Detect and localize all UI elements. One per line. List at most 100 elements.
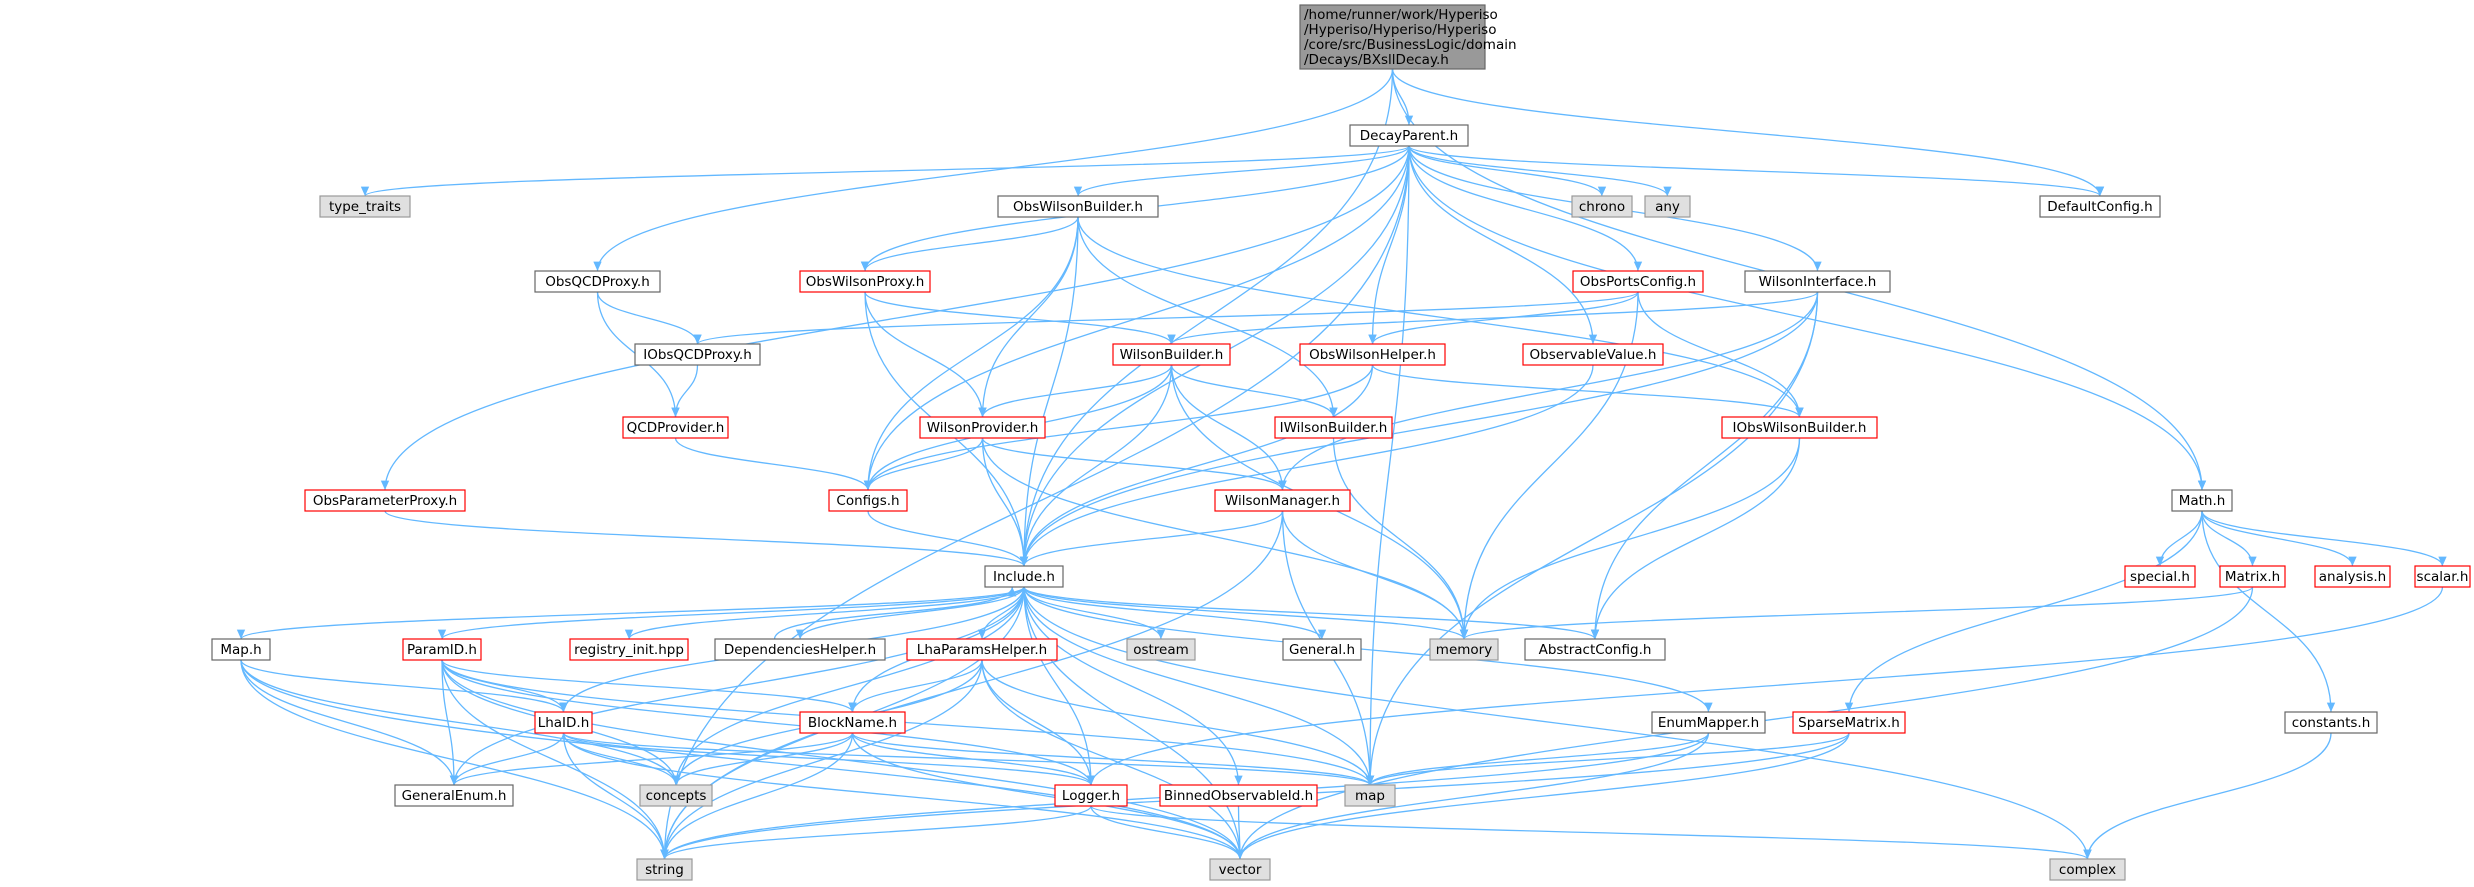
node-WilsonBuilder[interactable]: WilsonBuilder.h: [1112, 343, 1231, 366]
node-memory[interactable]: memory: [1429, 638, 1499, 661]
dependency-edge-ObsPortsConfig-to-IObsWilsonBuilder: [1637, 291, 1804, 418]
node-AbstractConfig[interactable]: AbstractConfig.h: [1524, 638, 1666, 661]
dependency-edge-BlockName-to-map: [851, 732, 1374, 786]
node-label: ObsWilsonBuilder.h: [1013, 199, 1143, 215]
node-box: [1126, 638, 1196, 661]
node-EnumMapper[interactable]: EnumMapper.h: [1651, 711, 1766, 734]
node-IObsWilsonBuilder[interactable]: IObsWilsonBuilder.h: [1721, 416, 1878, 439]
node-ObsWilsonBuilder[interactable]: ObsWilsonBuilder.h: [997, 195, 1159, 218]
dependency-edge-ObsWilsonBuilder-to-WilsonProvider: [978, 216, 1079, 418]
node-special[interactable]: special.h: [2124, 565, 2196, 588]
node-DependenciesHelper[interactable]: DependenciesHelper.h: [714, 638, 886, 661]
dependency-edge-ObsWilsonBuilder-to-IncludeH: [1019, 216, 1079, 567]
dependency-edge-ParamID-to-string: [441, 659, 669, 860]
dependency-edge-BlockName-to-GeneralEnum: [449, 732, 854, 786]
node-box: [714, 638, 886, 661]
node-label: AbstractConfig.h: [1539, 642, 1652, 658]
node-box: [1274, 416, 1393, 439]
node-constants[interactable]: constants.h: [2284, 711, 2378, 734]
node-BlockName[interactable]: BlockName.h: [799, 711, 906, 734]
node-QCDProvider[interactable]: QCDProvider.h: [622, 416, 729, 439]
node-box: [906, 638, 1058, 661]
node-registry_init[interactable]: registry_init.hpp: [569, 638, 689, 661]
node-WilsonProvider[interactable]: WilsonProvider.h: [919, 416, 1046, 439]
dependency-edge-DependenciesHelper-to-IncludeH: [773, 586, 1017, 640]
node-box: [1429, 638, 1499, 661]
dependency-edge-ParamID-to-BlockName: [441, 659, 857, 713]
node-LhaParamsHelper[interactable]: LhaParamsHelper.h: [906, 638, 1058, 661]
node-box: [1349, 124, 1469, 147]
node-any[interactable]: any: [1644, 195, 1691, 218]
node-box: [211, 638, 271, 661]
dependency-edge-IncludeH-to-map: [1023, 586, 1375, 786]
node-label: /Decays/BXsllDecay.h: [1304, 52, 1449, 68]
node-label: IWilsonBuilder.h: [1280, 420, 1388, 436]
dependency-edge-DecayParent-to-ObsWilsonBuilder: [1073, 145, 1410, 197]
node-box: [304, 489, 466, 512]
node-IWilsonBuilder[interactable]: IWilsonBuilder.h: [1274, 416, 1393, 439]
node-box: [622, 416, 729, 439]
node-MatrixH[interactable]: Matrix.h: [2219, 565, 2286, 588]
node-WilsonInterface[interactable]: WilsonInterface.h: [1744, 270, 1891, 293]
node-IncludeH[interactable]: Include.h: [984, 565, 1064, 588]
node-complex[interactable]: complex: [2049, 858, 2126, 881]
dependency-edge-IWilsonBuilder-to-memory: [1332, 437, 1469, 640]
node-concepts[interactable]: concepts: [639, 784, 713, 807]
node-DefaultConfig[interactable]: DefaultConfig.h: [2039, 195, 2161, 218]
node-ObsParameterProxy[interactable]: ObsParameterProxy.h: [304, 489, 466, 512]
node-ConfigsH[interactable]: Configs.h: [828, 489, 908, 512]
node-box: [394, 784, 514, 807]
node-MathH[interactable]: Math.h: [2171, 489, 2233, 512]
node-ObsQCDProxy[interactable]: ObsQCDProxy.h: [534, 270, 661, 293]
node-root[interactable]: /home/runner/work/Hyperiso/Hyperiso/Hype…: [1299, 4, 1517, 70]
node-box: [1112, 343, 1231, 366]
node-ostream[interactable]: ostream: [1126, 638, 1196, 661]
dependency-edge-ParamID-to-GeneralEnum: [441, 659, 459, 786]
dependency-edge-ObservableValue-to-IncludeH: [1019, 364, 1594, 567]
node-box: [2414, 565, 2471, 588]
node-ObsPortsConfig[interactable]: ObsPortsConfig.h: [1572, 270, 1704, 293]
node-analysis[interactable]: analysis.h: [2314, 565, 2391, 588]
node-box: [1571, 195, 1633, 218]
node-DecayParent[interactable]: DecayParent.h: [1349, 124, 1469, 147]
node-chrono[interactable]: chrono: [1571, 195, 1633, 218]
node-map[interactable]: map: [1344, 784, 1396, 807]
dependency-edge-WilsonManager-to-memory: [1281, 510, 1469, 640]
dependency-edge-MathH-to-MatrixH: [2201, 510, 2257, 567]
dependency-edge-IncludeH-to-BinnedObservableId: [1023, 586, 1243, 786]
node-string[interactable]: string: [636, 858, 693, 881]
dependency-edge-MapH-to-vector: [240, 659, 1245, 860]
node-MapH[interactable]: Map.h: [211, 638, 271, 661]
node-label: BinnedObservableId.h: [1164, 788, 1313, 804]
dependency-edge-Logger-to-string: [660, 805, 1092, 860]
dependency-edge-BlockName-to-Logger: [851, 732, 1096, 786]
node-box: [1744, 270, 1891, 293]
node-label: WilsonProvider.h: [927, 420, 1039, 436]
node-label: ParamID.h: [407, 642, 477, 658]
node-WilsonManager[interactable]: WilsonManager.h: [1214, 489, 1351, 512]
node-IObsQCDProxy[interactable]: IObsQCDProxy.h: [634, 343, 761, 366]
node-label: Logger.h: [1062, 788, 1120, 804]
dependency-edge-WilsonInterface-to-map: [1365, 291, 1819, 786]
node-BinnedObservableId[interactable]: BinnedObservableId.h: [1159, 784, 1318, 807]
node-Logger[interactable]: Logger.h: [1054, 784, 1128, 807]
node-ParamID[interactable]: ParamID.h: [402, 638, 482, 661]
dependency-edge-WilsonBuilder-to-IWilsonBuilder: [1170, 364, 1338, 418]
dependency-edge-IncludeH-to-registry_init: [624, 586, 1025, 640]
node-ObsWilsonProxy[interactable]: ObsWilsonProxy.h: [799, 270, 931, 293]
node-LhaID[interactable]: LhaID.h: [534, 711, 593, 734]
dependency-edge-WilsonBuilder-to-WilsonManager: [1170, 364, 1287, 491]
node-box: [799, 711, 906, 734]
node-SparseMatrix[interactable]: SparseMatrix.h: [1792, 711, 1906, 734]
node-scalar[interactable]: scalar.h: [2414, 565, 2471, 588]
dependency-edge-ParamID-to-map: [441, 659, 1375, 786]
dependency-edge-ObsWilsonBuilder-to-ConfigsH: [863, 216, 1079, 491]
node-GeneralEnum[interactable]: GeneralEnum.h: [394, 784, 514, 807]
node-ObservableValue[interactable]: ObservableValue.h: [1522, 343, 1664, 366]
node-GeneralH[interactable]: General.h: [1282, 638, 1362, 661]
node-ObsWilsonHelper[interactable]: ObsWilsonHelper.h: [1299, 343, 1446, 366]
node-box: [919, 416, 1046, 439]
node-vector[interactable]: vector: [1209, 858, 1271, 881]
node-type_traits[interactable]: type_traits: [319, 195, 411, 218]
